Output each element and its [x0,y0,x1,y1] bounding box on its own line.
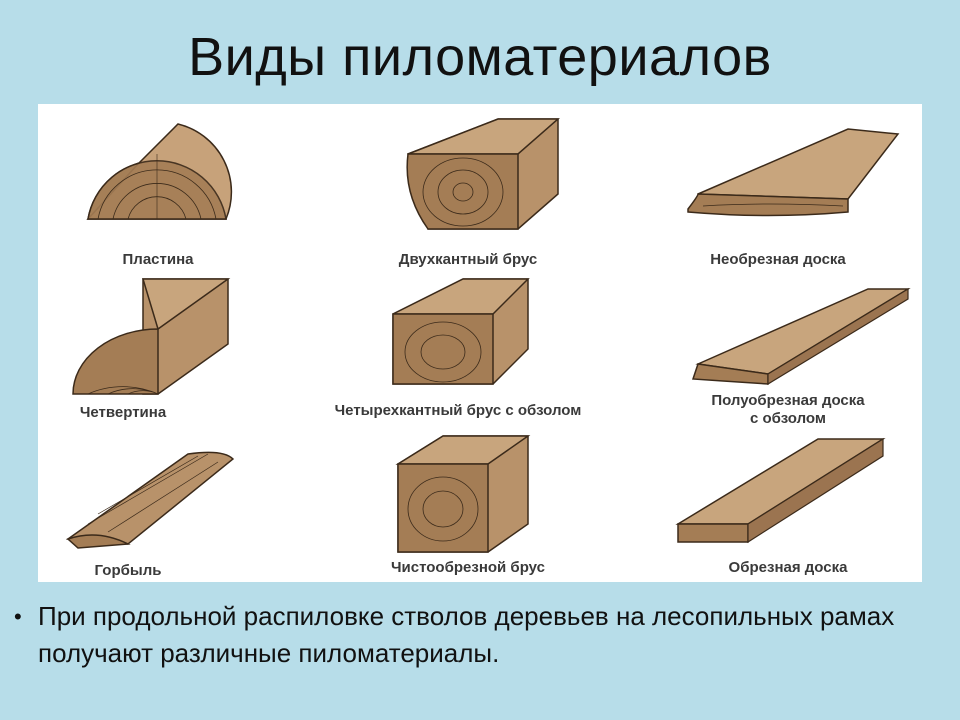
obreznaya-doska-drawing [675,437,886,544]
chetvertina-item: Четвертина [48,274,238,429]
plastina-drawing [86,123,233,220]
neobreznaya-doska-drawing [687,128,900,217]
gorbyl-item: Горбыль [58,444,238,584]
dvuhkantny-brus-drawing [406,118,560,230]
dvuhkantny-brus-caption: Двухкантный брус [398,251,538,268]
bullet-text: При продольной распиловке стволов деревь… [38,601,895,668]
chistoobreznoy-brus-caption: Чистообрезной брус [391,559,545,576]
slide-title: Виды пиломатериалов [188,27,772,87]
dvuhkantny-brus-item: Двухкантный брус [368,114,568,274]
chetvertina-drawing [72,278,231,395]
obreznaya-doska-caption: Обрезная доска [728,559,848,576]
chetvertina-caption: Четвертина [79,404,167,421]
plastina-caption: Пластина [122,251,194,268]
plastina-item: Пластина [78,114,238,274]
gorbyl-drawing [65,451,235,549]
obreznaya-doska-item: Обрезная доска [668,434,908,579]
chistoobreznoy-brus-drawing [395,435,531,553]
neobreznaya-doska-caption: Необрезная доска [710,251,846,268]
bullet-icon: • [14,604,22,629]
neobreznaya-doska-item: Необрезная доска [658,124,900,274]
poluobreznaya-doska-drawing [691,287,911,386]
chistoobreznoy-brus-item: Чистообрезной брус [348,434,588,579]
chetyrehkantny-brus-caption: Четырехкантный брус с обзолом [334,402,582,419]
poluobreznaya-doska-item: Полуобрезная доска с обзолом [668,284,911,434]
lumber-illustration-panel: Пластина Двухкантный брус Необрезная дос… [38,104,922,582]
chetyrehkantny-brus-item: Четырехкантный брус с обзолом [268,274,648,429]
chetyrehkantny-brus-drawing [392,278,530,385]
poluobreznaya-doska-caption: Полуобрезная доска с обзолом [711,392,865,427]
gorbyl-caption: Горбыль [94,562,162,579]
